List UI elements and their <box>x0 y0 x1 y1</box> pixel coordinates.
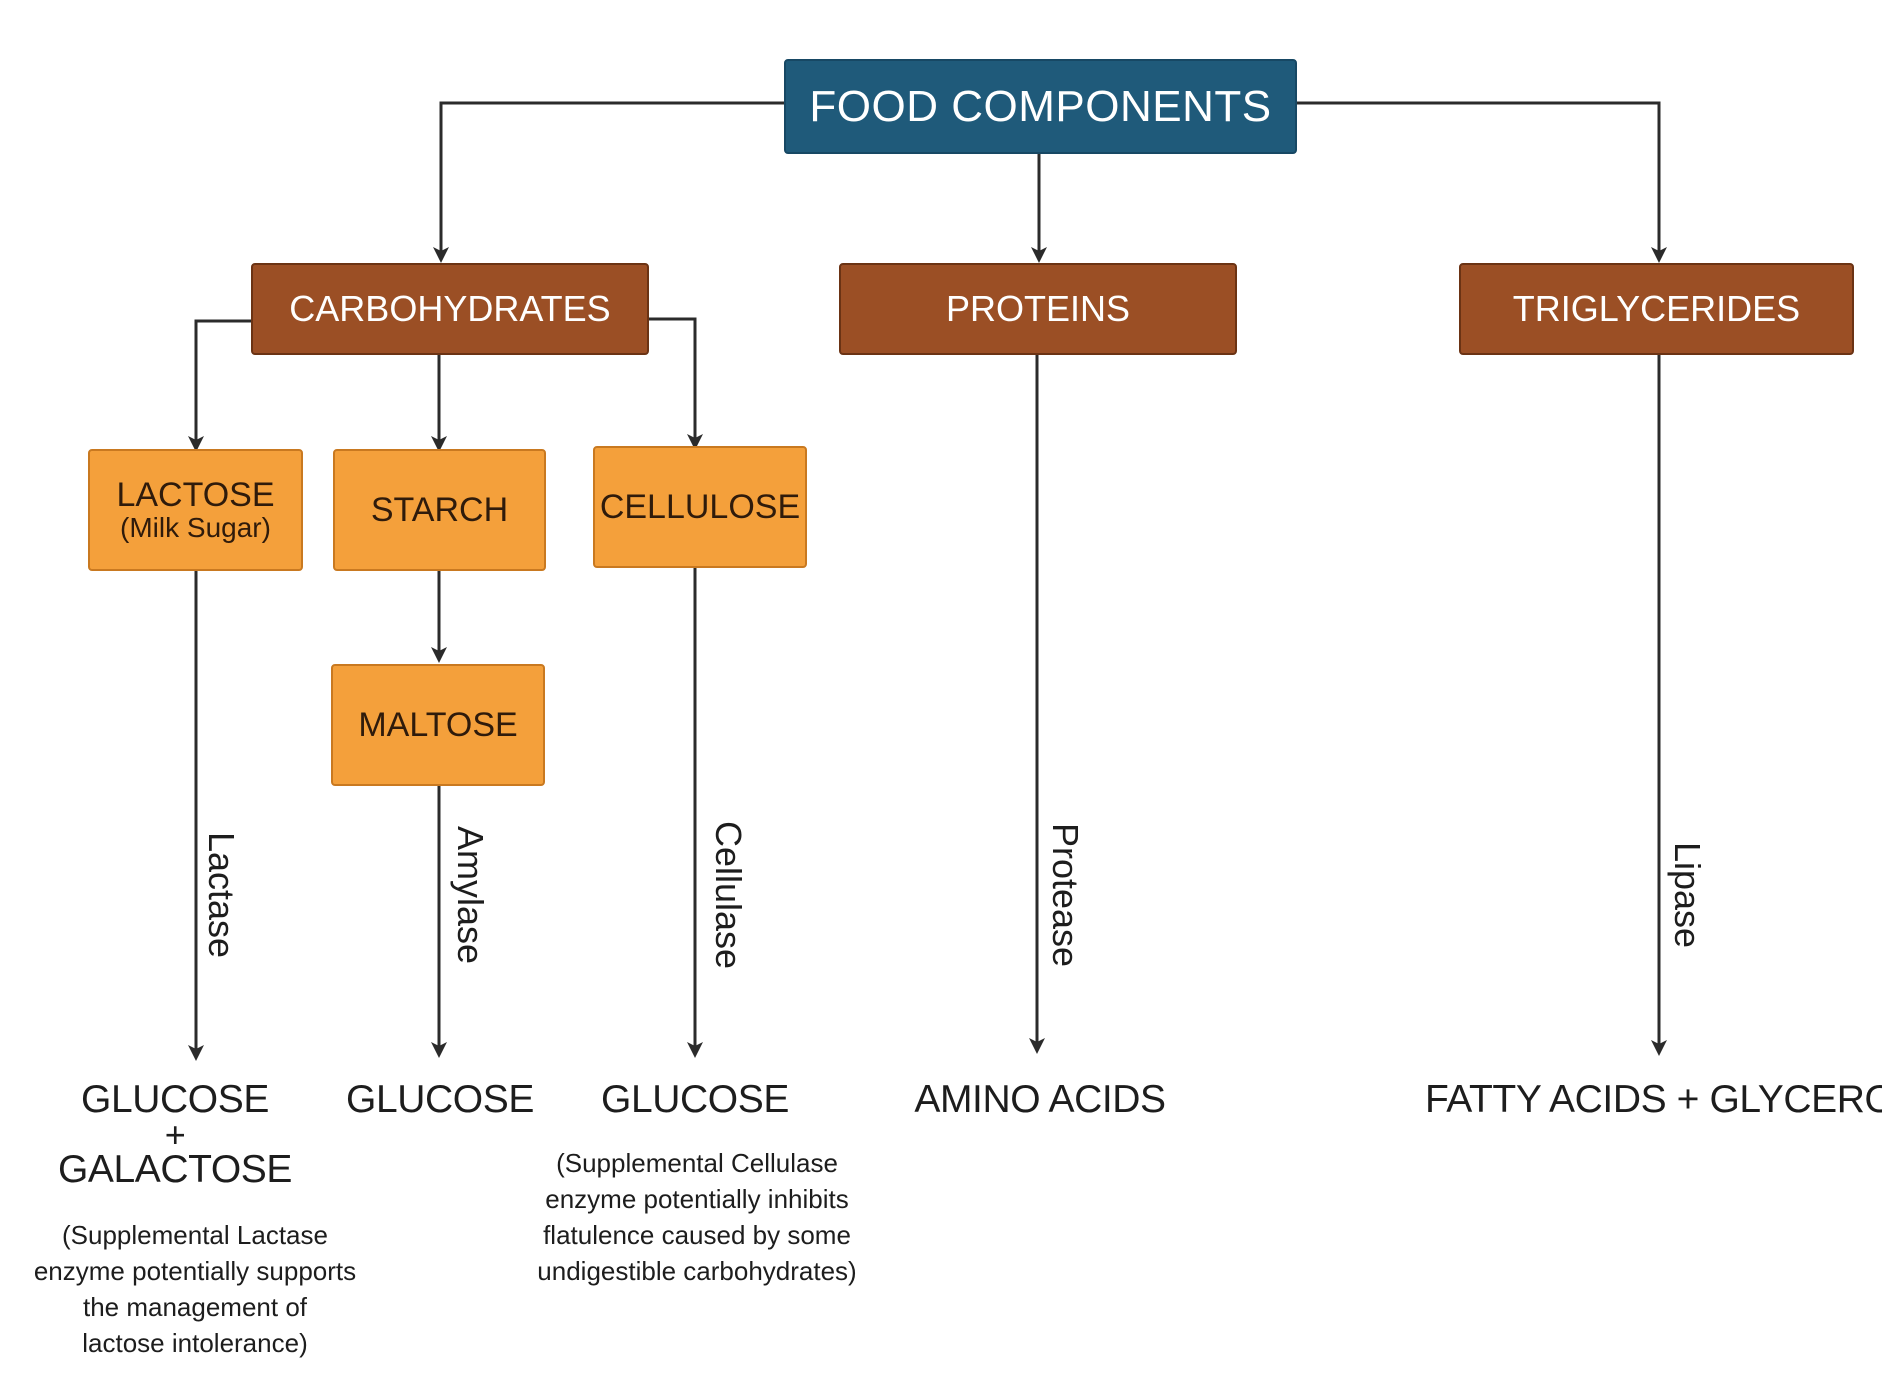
lactose-node: LACTOSE (Milk Sugar) <box>88 449 303 571</box>
cellulase-note-line-4: undigestible carbohydrates) <box>537 1256 857 1286</box>
amylase-enzyme-label: Amylase <box>450 825 491 965</box>
lactase-note-line-3: the management of <box>82 1292 308 1322</box>
arrow-carbohydrates-to-lactose <box>188 319 251 452</box>
starch-label: STARCH <box>370 490 509 529</box>
protease-enzyme-label: Protease <box>1045 822 1086 968</box>
fatty-acids-glycerol-result: FATTY ACIDS + GLYCEROL <box>1425 1078 1882 1121</box>
lactase-note-line-4: lactose intolerance) <box>82 1328 308 1358</box>
cellulase-note-line-1: (Supplemental Cellulase <box>556 1148 838 1178</box>
cellulase-note: (Supplemental Cellulase enzyme potential… <box>532 1145 862 1289</box>
cellulose-node: CELLULOSE <box>593 446 807 568</box>
plus-sign: + <box>164 1113 186 1155</box>
carbohydrates-label: CARBOHYDRATES <box>289 288 611 329</box>
amino-acids-result: AMINO ACIDS <box>914 1078 1166 1121</box>
lactase-note-line-2: enzyme potentially supports <box>33 1256 357 1286</box>
cellulase-enzyme-label: Cellulase <box>708 820 749 970</box>
galactose-result-text: GALACTOSE <box>57 1147 293 1191</box>
lactase-enzyme-label: Lactase <box>201 831 242 959</box>
maltose-result: GLUCOSE <box>346 1078 534 1121</box>
maltose-node: MALTOSE <box>331 664 545 786</box>
food-components-node: FOOD COMPONENTS <box>784 59 1297 154</box>
starch-node: STARCH <box>333 449 546 571</box>
glucose-result-text: GLUCOSE <box>81 1078 269 1121</box>
lactose-sublabel: (Milk Sugar) <box>120 512 271 544</box>
lactase-note: (Supplemental Lactase enzyme potentially… <box>0 1217 390 1361</box>
cellulase-note-line-3: flatulence caused by some <box>543 1220 851 1250</box>
cellulose-label: CELLULOSE <box>599 487 801 526</box>
lipase-enzyme-label: Lipase <box>1667 841 1708 949</box>
cellulase-note-line-2: enzyme potentially inhibits <box>545 1184 849 1214</box>
cellulose-result: GLUCOSE <box>601 1078 789 1121</box>
lactase-note-line-1: (Supplemental Lactase <box>62 1220 328 1250</box>
arrow-carbohydrates-to-cellulose <box>649 317 703 450</box>
proteins-label: PROTEINS <box>945 288 1131 329</box>
maltose-label: MALTOSE <box>358 705 518 744</box>
food-components-label: FOOD COMPONENTS <box>809 81 1272 131</box>
lactose-label: LACTOSE <box>116 475 275 514</box>
lactose-result: GLUCOSE + GALACTOSE <box>50 1078 300 1191</box>
carbohydrates-node: CARBOHYDRATES <box>251 263 649 355</box>
arrow-root-to-triglycerides <box>1297 101 1667 263</box>
triglycerides-node: TRIGLYCERIDES <box>1459 263 1854 355</box>
triglycerides-label: TRIGLYCERIDES <box>1512 288 1801 329</box>
proteins-node: PROTEINS <box>839 263 1237 355</box>
arrow-root-to-carbohydrates <box>433 101 784 263</box>
